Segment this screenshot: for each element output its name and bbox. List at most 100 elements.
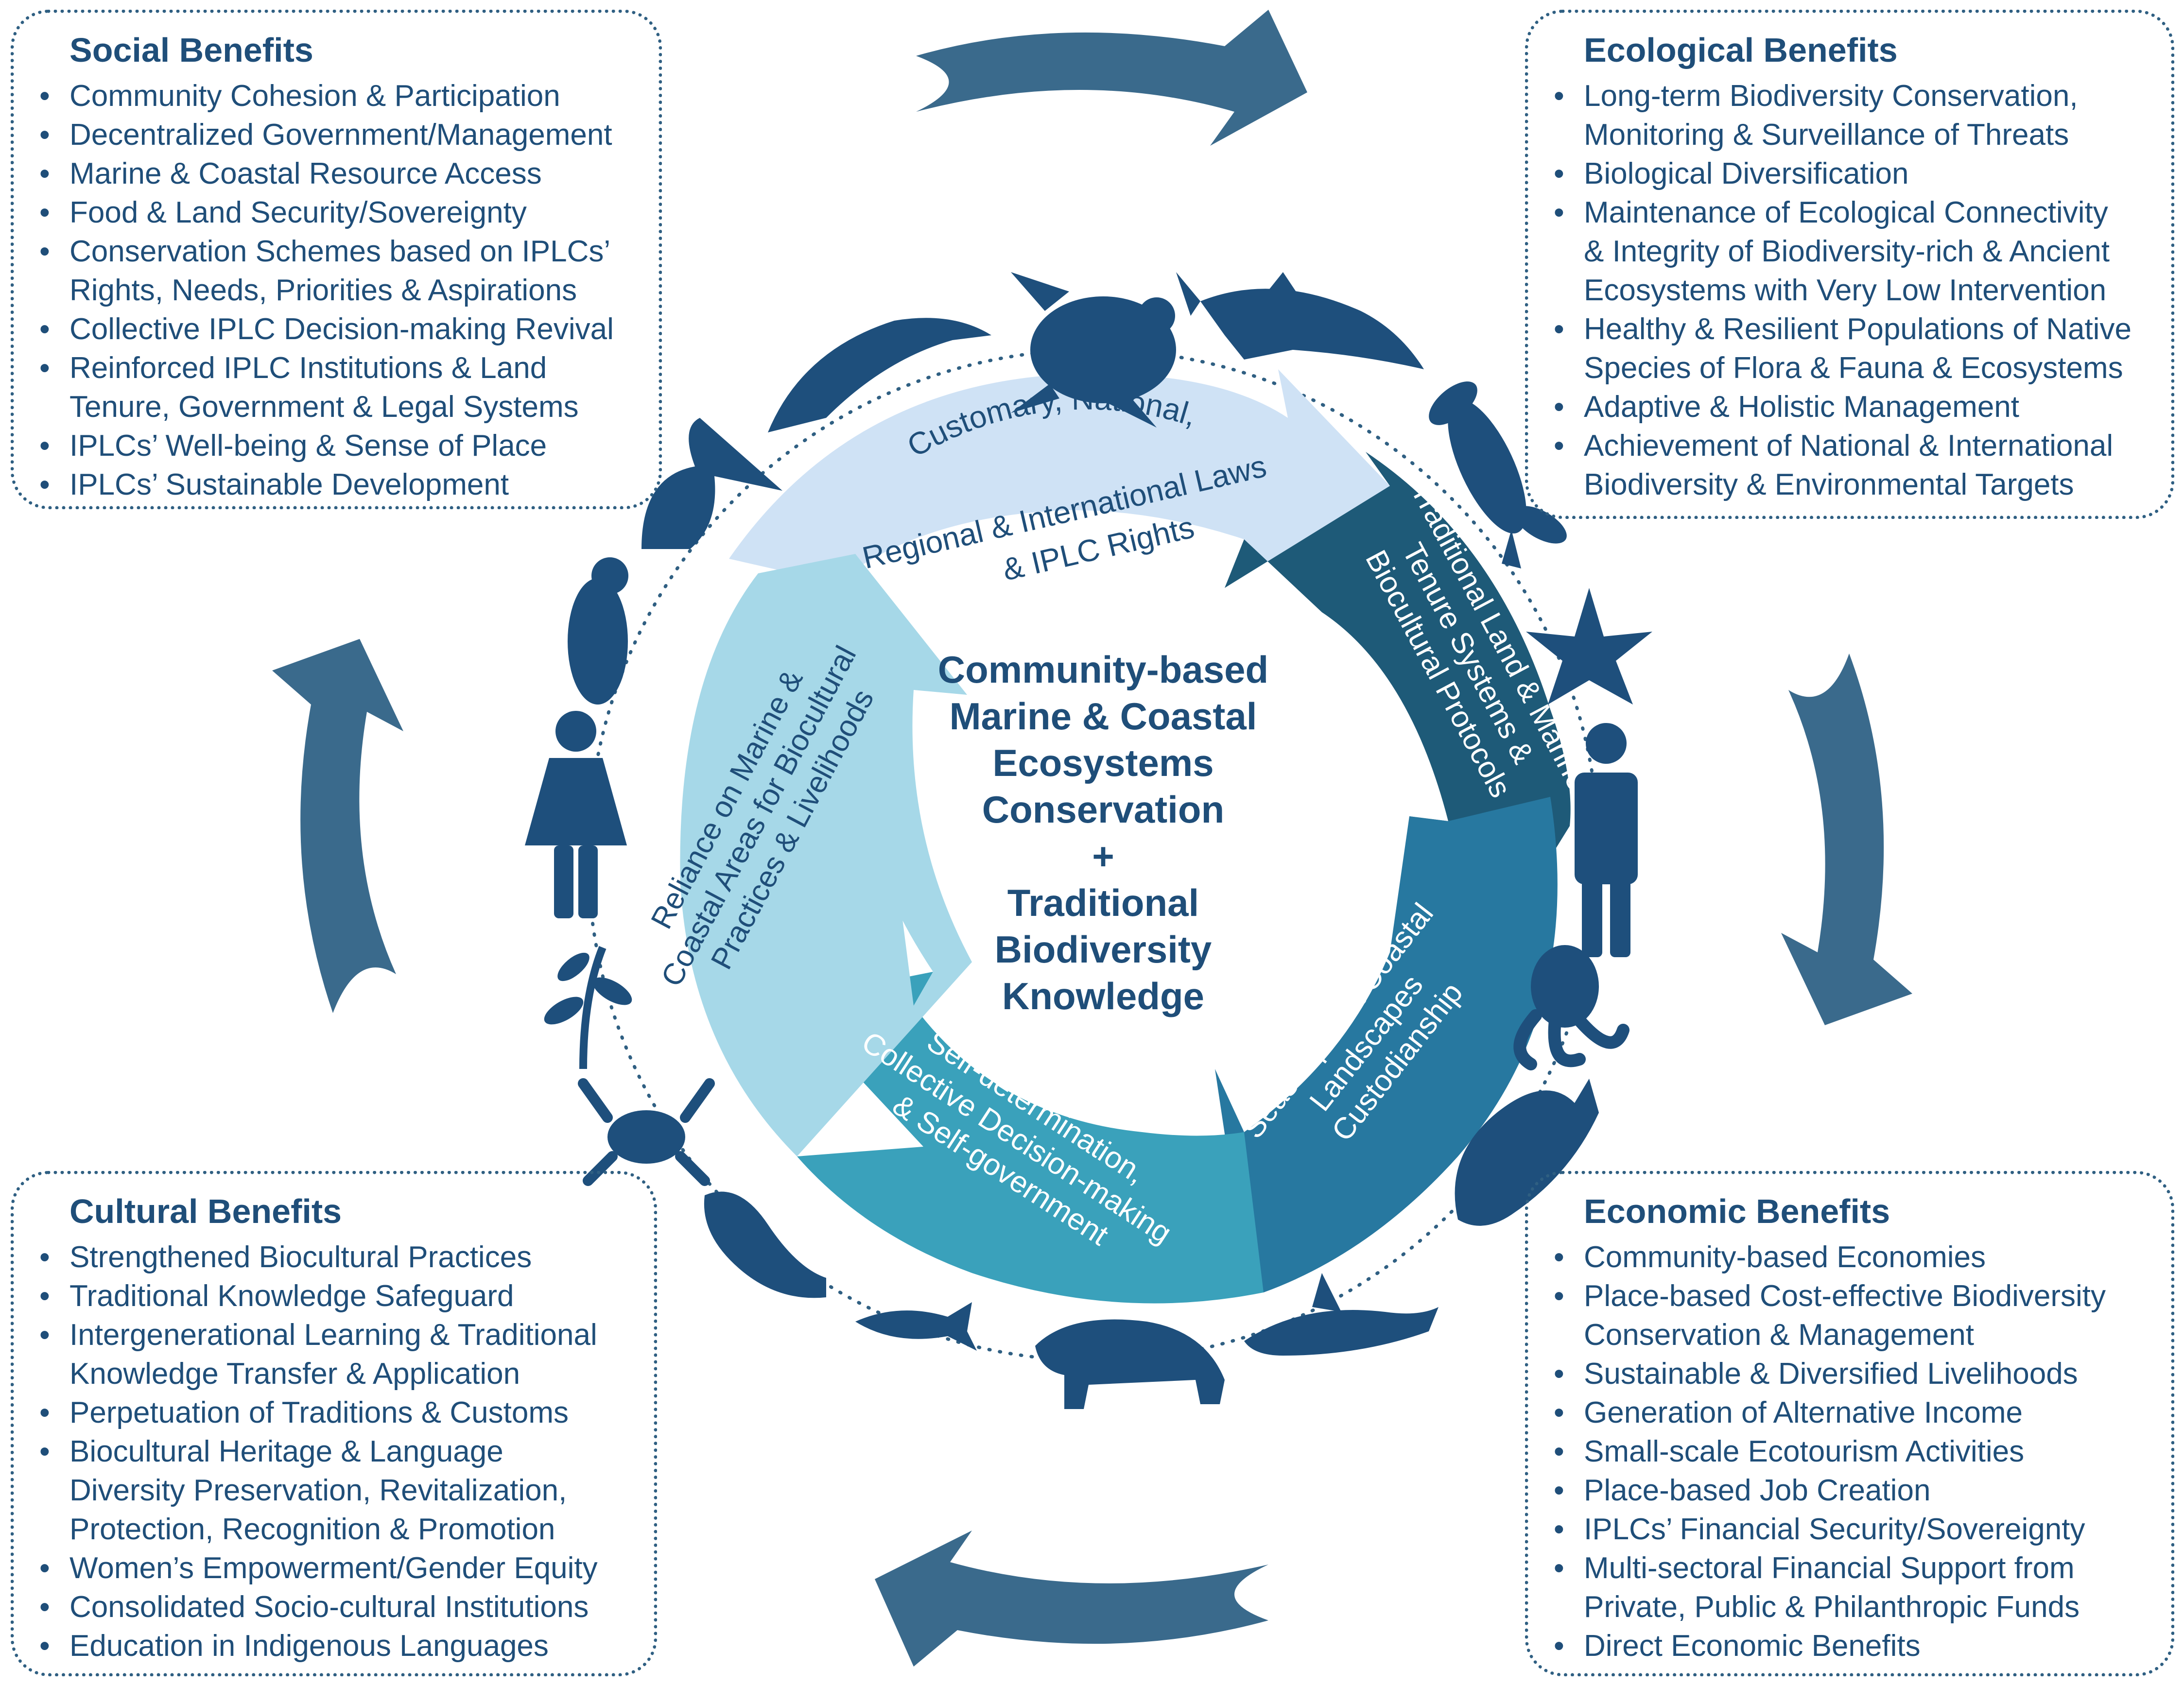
center-line: Community-based [937,648,1269,691]
cultural-benefits-box: Cultural Benefits Strengthened Biocultur… [11,1171,657,1676]
benefit-item-line: Community-based Economies [1584,1240,1986,1274]
benefit-item-line: Private, Public & Philanthropic Funds [1584,1590,2080,1624]
benefit-item: Biological Diversification [1548,155,2153,193]
benefit-item: Achievement of National & InternationalB… [1548,427,2153,504]
salmon-icon [855,1302,977,1351]
benefit-item: IPLCs’ Financial Security/Sovereignty [1548,1510,2153,1549]
cultural-benefits-title: Cultural Benefits [69,1192,342,1230]
benefit-item: Generation of Alternative Income [1548,1394,2153,1432]
benefit-item: Decentralized Government/Management [34,116,641,155]
outer-arrow-bottom [875,1531,1268,1667]
benefit-item-line: Rights, Needs, Priorities & Aspirations [69,273,577,307]
shark-icon [1171,272,1424,369]
lobster-icon [1429,381,1567,568]
benefit-item-line: Traditional Knowledge Safeguard [69,1279,514,1313]
arc-left [680,554,972,1156]
benefit-item-line: Decentralized Government/Management [69,118,612,152]
benefit-item-line: Ecosystems with Very Low Intervention [1584,273,2107,307]
crab-icon [578,1078,715,1186]
benefit-item-line: Achievement of National & International [1584,429,2114,463]
benefit-item-line: Biodiversity & Environmental Targets [1584,467,2074,501]
benefit-item: Maintenance of Ecological Connectivity & … [1548,193,2153,310]
benefit-item-line: Protection, Recognition & Promotion [69,1512,555,1546]
turtle-icon [1011,272,1176,428]
benefit-item-line: Women’s Empowerment/Gender Equity [69,1551,598,1585]
social-benefits-title: Social Benefits [69,31,313,69]
benefit-item-line: Marine & Coastal Resource Access [69,156,542,190]
benefit-item: Conservation Schemes based on IPLCs’ Righ… [34,232,641,310]
benefit-item-line: Reinforced IPLC Institutions & Land [69,351,547,385]
benefit-item: Community-based Economies [1548,1238,2153,1277]
economic-benefits-box: Economic Benefits Community-based Econom… [1525,1171,2174,1676]
benefit-item-line: Intergenerational Learning & Traditional [69,1318,597,1352]
benefit-item: Women’s Empowerment/Gender Equity [34,1549,636,1588]
benefit-item-line: Diversity Preservation, Revitalization, [69,1473,567,1507]
center-title: Community-based Marine & Coastal Ecosyst… [870,646,1336,1019]
bear-icon [1035,1319,1225,1409]
benefit-item: Collective IPLC Decision-making Revival [34,310,641,349]
benefit-item: Consolidated Socio-cultural Institutions [34,1588,636,1627]
benefit-item-line: Place-based Cost-effective Biodiversity [1584,1279,2106,1313]
benefit-item-line: Collective IPLC Decision-making Revival [69,312,614,346]
benefit-item: Adaptive & Holistic Management [1548,388,2153,427]
center-line: Knowledge [1002,975,1204,1017]
social-benefits-list: Community Cohesion & ParticipationDecent… [34,77,641,504]
benefit-item: Sustainable & Diversified Livelihoods [1548,1355,2153,1394]
arc-bottom [787,972,1264,1304]
outer-cycle-arrows [272,10,1912,1667]
economic-benefits-list: Community-based EconomiesPlace-based Cos… [1548,1238,2153,1666]
orca-icon [1244,1273,1439,1356]
benefit-item-line: Generation of Alternative Income [1584,1395,2023,1429]
benefit-item: Perpetuation of Traditions & Customs [34,1394,636,1432]
benefit-item: Biocultural Heritage & LanguageDiversity… [34,1432,636,1549]
benefit-item-line: Multi-sectoral Financial Support from [1584,1551,2075,1585]
ecological-benefits-box: Ecological Benefits Long-term Biodiversi… [1525,10,2174,519]
benefit-item-line: Food & Land Security/Sovereignty [69,195,527,229]
benefit-item-line: Species of Flora & Fauna & Ecosystems [1584,351,2123,385]
ring-icons [525,272,1652,1409]
benefit-item-line: Small-scale Ecotourism Activities [1584,1434,2025,1468]
benefit-item: Intergenerational Learning & Traditional… [34,1316,636,1394]
plant-icon [544,946,632,1069]
social-benefits-box: Social Benefits Community Cohesion & Par… [11,10,662,509]
seal-icon [704,1191,826,1298]
benefit-item-line: Biological Diversification [1584,156,1909,190]
benefit-item-line: Tenure, Government & Legal Systems [69,390,579,424]
arc-right [1225,452,1571,928]
benefit-item-line: Adaptive & Holistic Management [1584,390,2020,424]
benefit-item-line: Maintenance of Ecological Connectivity [1584,195,2108,229]
dolphin-icon [768,318,991,432]
benefit-item-line: Conservation Schemes based on IPLCs’ [69,234,611,268]
benefit-item: Food & Land Security/Sovereignty [34,193,641,232]
benefit-item-line: Long-term Biodiversity Conservation, [1584,79,2078,113]
benefit-item: Healthy & Resilient Populations of Nativ… [1548,310,2153,388]
benefit-item: Reinforced IPLC Institutions & LandTenur… [34,349,641,427]
benefit-item-line: & Integrity of Biodiversity-rich & Ancie… [1584,234,2110,268]
center-line: Marine & Coastal [949,695,1257,738]
economic-benefits-title: Economic Benefits [1584,1192,1890,1230]
benefit-item-line: IPLCs’ Financial Security/Sovereignty [1584,1512,2085,1546]
man-icon [1575,723,1638,957]
benefit-item: Place-based Job Creation [1548,1471,2153,1510]
benefit-item-line: Place-based Job Creation [1584,1473,1931,1507]
starfish-icon [1526,588,1652,705]
outer-arrow-left [272,639,403,1013]
benefit-item: Direct Economic Benefits [1548,1627,2153,1666]
arc-bottom-right [1215,797,1558,1292]
benefit-item: Place-based Cost-effective BiodiversityC… [1548,1277,2153,1355]
benefit-item-line: Healthy & Resilient Populations of Nativ… [1584,312,2132,346]
benefit-item: Education in Indigenous Languages [34,1627,636,1666]
arc-top [729,369,1390,588]
benefit-item: IPLCs’ Sustainable Development [34,465,641,504]
center-line: Traditional [1007,881,1199,924]
whale-icon [1455,1079,1599,1226]
benefit-item: Multi-sectoral Financial Support fromPri… [1548,1549,2153,1627]
benefit-item: Community Cohesion & Participation [34,77,641,116]
benefit-item-line: Community Cohesion & Participation [69,79,560,113]
benefit-item-line: Strengthened Biocultural Practices [69,1240,532,1274]
benefit-item-line: Biocultural Heritage & Language [69,1434,503,1468]
pelican-icon [641,418,782,549]
benefit-item: Marine & Coastal Resource Access [34,155,641,193]
benefit-item-line: Monitoring & Surveillance of Threats [1584,118,2069,152]
